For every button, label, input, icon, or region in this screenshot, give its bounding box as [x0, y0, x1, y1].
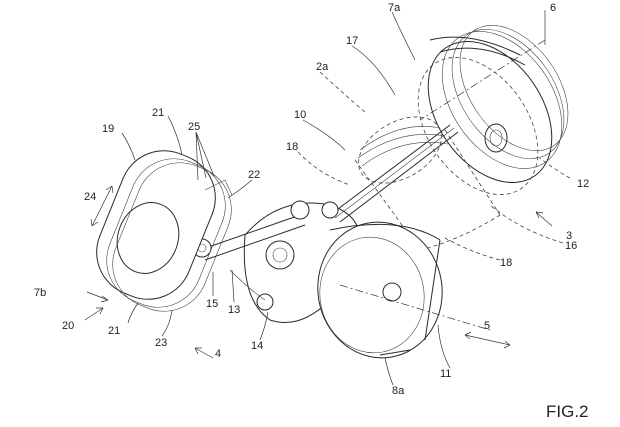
label-4: 4 — [215, 348, 221, 360]
label-25: 25 — [188, 121, 200, 133]
right-piston — [417, 25, 569, 195]
label-3: 3 — [566, 230, 572, 242]
label-23: 23 — [155, 337, 167, 349]
leader-lines — [121, 10, 571, 386]
label-13: 13 — [228, 304, 240, 316]
round-piston — [317, 221, 443, 359]
label-21-bottom: 21 — [108, 325, 120, 337]
label-18-right: 18 — [500, 257, 512, 269]
label-16: 16 — [565, 240, 577, 252]
label-15: 15 — [206, 298, 218, 310]
label-24: 24 — [84, 191, 96, 203]
label-22: 22 — [248, 169, 260, 181]
connecting-rods — [199, 124, 459, 261]
label-11: 11 — [440, 368, 451, 380]
label-12: 12 — [577, 178, 589, 190]
left-oval-piston — [96, 150, 233, 312]
label-18-left: 18 — [286, 141, 298, 153]
label-8a: 8a — [392, 385, 405, 397]
label-19: 19 — [102, 123, 114, 135]
motion-arrows — [84, 185, 553, 359]
label-6: 6 — [550, 2, 556, 14]
figure-caption: FIG.2 — [546, 402, 589, 421]
label-20: 20 — [62, 320, 74, 332]
reference-labels: 7a 6 17 2a 10 21 25 19 18 22 24 12 3 16 … — [34, 2, 589, 397]
axis-lines — [339, 39, 546, 331]
label-21-top: 21 — [152, 107, 164, 119]
label-2a: 2a — [316, 61, 329, 73]
label-10: 10 — [294, 109, 306, 121]
label-14: 14 — [251, 340, 263, 352]
label-5: 5 — [484, 320, 490, 332]
label-7b: 7b — [34, 287, 46, 299]
label-17: 17 — [346, 35, 358, 47]
label-7a: 7a — [388, 2, 401, 14]
